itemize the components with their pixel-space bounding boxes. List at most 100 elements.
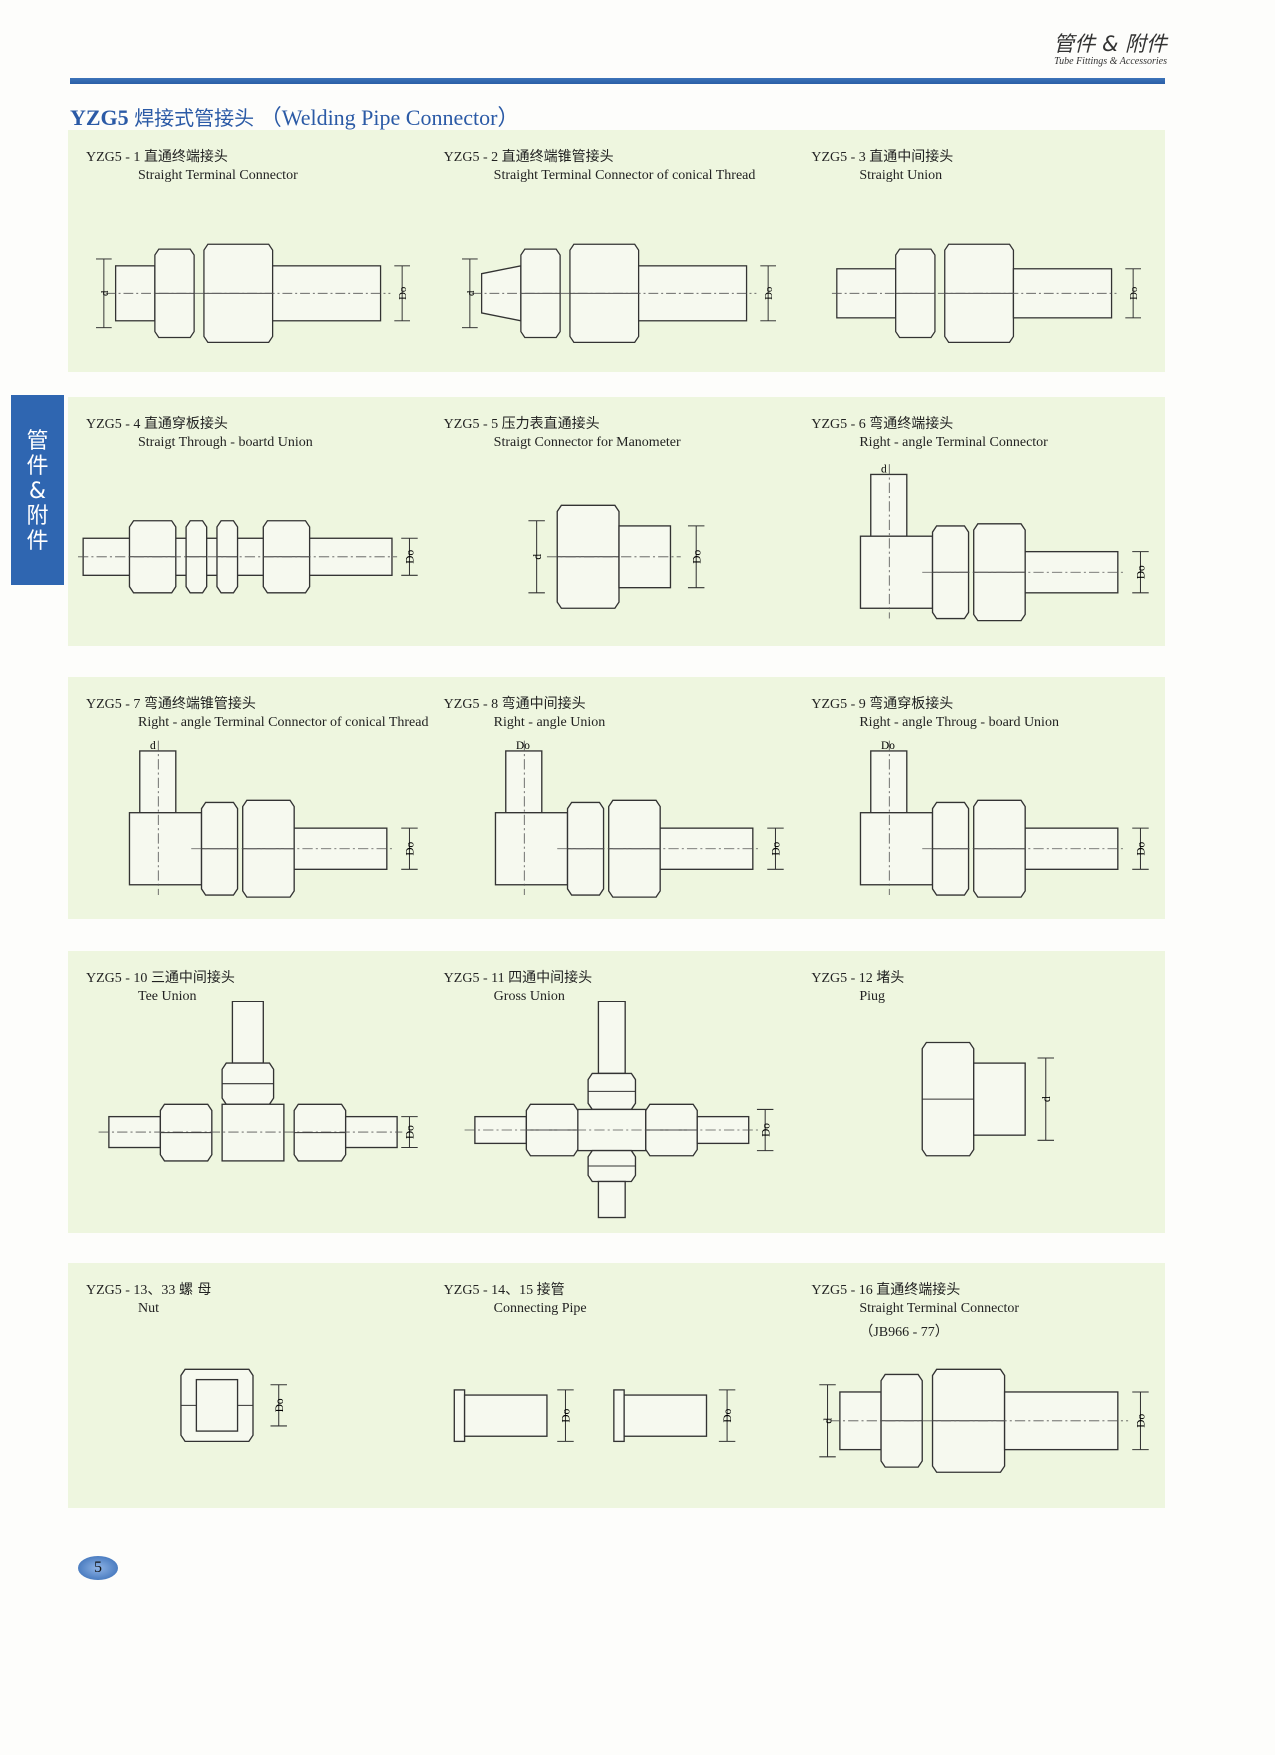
dimension-label: Do bbox=[560, 1408, 572, 1422]
title-en: （Welding Pipe Connector） bbox=[259, 105, 520, 130]
fitting-drawing: d Do bbox=[819, 1368, 1150, 1473]
title-cn: 焊接式管接头 bbox=[134, 106, 255, 130]
dimension-label: d bbox=[1041, 1096, 1053, 1102]
fitting-code: YZG5 - 6 弯通终端接头 bbox=[811, 413, 953, 433]
fitting-item: YZG5 - 13、33 螺 母 Nut Do bbox=[68, 1263, 434, 1508]
dimension-label: Do bbox=[1136, 1414, 1148, 1428]
fitting-name-en: Straight Terminal Connector bbox=[138, 168, 298, 183]
fitting-drawing: d Do bbox=[461, 243, 776, 344]
fitting-item: YZG5 - 9 弯通穿板接头 Right - angle Throug - b… bbox=[799, 677, 1165, 919]
fitting-item: YZG5 - 2 直通终端锥管接头 Straight Terminal Conn… bbox=[434, 130, 800, 372]
fitting-panel: YZG5 - 4 直通穿板接头 Straigt Through - boartd… bbox=[68, 397, 1165, 646]
fitting-code-number: YZG5 - 14、15 bbox=[443, 1283, 534, 1298]
section-title-cn: 管件 & 附件 bbox=[1053, 32, 1167, 56]
side-tab-label: 管件&附件 bbox=[26, 429, 49, 554]
dimension-label: d bbox=[464, 290, 476, 296]
fitting-name-cn: 直通终端接头 bbox=[876, 1282, 961, 1298]
side-tab: 管件&附件 bbox=[11, 395, 64, 585]
fitting-name-en: Gross Union bbox=[493, 989, 565, 1004]
fitting-code: YZG5 - 9 弯通穿板接头 bbox=[811, 693, 953, 713]
dimension-label: Do bbox=[405, 841, 417, 855]
fitting-drawing: d bbox=[921, 1041, 1055, 1157]
dimension-label: d bbox=[823, 1418, 835, 1424]
fitting-code: YZG5 - 2 直通终端锥管接头 bbox=[444, 146, 614, 166]
fitting-name-cn: 三通中间接头 bbox=[150, 970, 235, 986]
fitting-name-cn: 四通中间接头 bbox=[508, 970, 593, 986]
fitting-name-cn: 直通中间接头 bbox=[869, 149, 954, 165]
fitting-item: YZG5 - 7 弯通终端锥管接头 Right - angle Terminal… bbox=[68, 677, 434, 919]
fitting-code: YZG5 - 11 四通中间接头 bbox=[444, 967, 592, 987]
fitting-name-cn: 螺 母 bbox=[178, 1282, 212, 1298]
fitting-code-number: YZG5 - 1 bbox=[86, 150, 141, 165]
fitting-name-en: Right - angle Terminal Connector of coni… bbox=[138, 715, 429, 730]
header-divider bbox=[70, 78, 1165, 84]
fitting-item: YZG5 - 12 堵头 Piug d bbox=[799, 951, 1165, 1233]
fitting-drawing: Do bbox=[464, 1001, 774, 1219]
fitting-item: YZG5 - 3 直通中间接头 Straight Union Do bbox=[799, 130, 1165, 372]
page-title: YZG5 焊接式管接头 （Welding Pipe Connector） bbox=[70, 100, 519, 132]
dimension-label: Do bbox=[1128, 287, 1140, 300]
dimension-label: Do bbox=[405, 1125, 417, 1139]
fitting-code: YZG5 - 10 三通中间接头 bbox=[86, 967, 235, 987]
title-code: YZG5 bbox=[70, 105, 129, 130]
fitting-drawing: Do bbox=[180, 1368, 287, 1443]
dimension-label: Do bbox=[881, 740, 895, 752]
fitting-name-cn: 直通终端接头 bbox=[143, 149, 228, 165]
dimension-label: Do bbox=[691, 550, 703, 564]
fitting-code-number: YZG5 - 6 bbox=[811, 417, 866, 432]
fitting-name-cn: 弯通终端接头 bbox=[869, 416, 954, 432]
dimension-label: Do bbox=[763, 287, 775, 300]
dimension-label: d bbox=[150, 740, 156, 752]
fitting-drawing: Do bbox=[78, 520, 418, 594]
fitting-standard: （JB966 - 77） bbox=[859, 1325, 949, 1340]
fitting-drawing: Do bbox=[98, 1001, 418, 1162]
fitting-name-en: Right - angle Throug - board Union bbox=[859, 715, 1059, 730]
fitting-code-number: YZG5 - 11 bbox=[443, 971, 505, 986]
fitting-code-number: YZG5 - 8 bbox=[443, 697, 499, 712]
fitting-item: YZG5 - 11 四通中间接头 Gross Union Do bbox=[434, 951, 800, 1233]
fitting-code-number: YZG5 - 10 bbox=[86, 971, 148, 986]
fitting-code: YZG5 - 5 压力表直通接头 bbox=[444, 413, 600, 433]
fitting-name-cn: 弯通终端锥管接头 bbox=[143, 696, 256, 712]
fitting-panel: YZG5 - 13、33 螺 母 Nut Do YZG5 - 14、15 接管 C… bbox=[68, 1263, 1165, 1508]
section-title-en: Tube Fittings & Accessories bbox=[1054, 56, 1167, 67]
fitting-name-cn: 接管 bbox=[536, 1282, 565, 1298]
fitting-item: YZG5 - 6 弯通终端接头 Right - angle Terminal C… bbox=[799, 397, 1165, 646]
fitting-name-en: Right - angle Terminal Connector bbox=[859, 435, 1048, 450]
fitting-name-cn: 直通穿板接头 bbox=[143, 416, 228, 432]
fitting-code-number: YZG5 - 16 bbox=[811, 1283, 873, 1298]
fitting-item: YZG5 - 4 直通穿板接头 Straigt Through - boartd… bbox=[68, 397, 434, 646]
fitting-name-en: Tee Union bbox=[138, 989, 197, 1004]
fitting-item: YZG5 - 5 压力表直通接头 Straigt Connector for M… bbox=[434, 397, 800, 646]
fitting-name-en: Straight Terminal Connector bbox=[859, 1301, 1020, 1316]
fitting-code-number: YZG5 - 13、33 bbox=[86, 1283, 176, 1298]
fitting-panel: YZG5 - 7 弯通终端锥管接头 Right - angle Terminal… bbox=[68, 677, 1165, 919]
fitting-code: YZG5 - 1 直通终端接头 bbox=[86, 146, 228, 166]
fitting-code: YZG5 - 16 直通终端接头 bbox=[811, 1279, 960, 1299]
dimension-label: d bbox=[99, 290, 111, 296]
dimension-label: Do bbox=[770, 841, 782, 855]
fitting-name-en: Connecting Pipe bbox=[493, 1301, 587, 1316]
fitting-name-cn: 压力表直通接头 bbox=[501, 416, 600, 432]
fitting-panel: YZG5 - 1 直通终端接头 Straight Terminal Connec… bbox=[68, 130, 1165, 372]
fitting-code: YZG5 - 12 堵头 bbox=[811, 967, 904, 987]
fitting-code: YZG5 - 7 弯通终端锥管接头 bbox=[86, 693, 256, 713]
dimension-label: d bbox=[531, 554, 543, 560]
fitting-code-number: YZG5 - 12 bbox=[811, 971, 873, 986]
fitting-code-number: YZG5 - 4 bbox=[86, 417, 141, 432]
fitting-name-en: Straigt Through - boartd Union bbox=[138, 435, 313, 450]
dimension-label: Do bbox=[274, 1398, 286, 1412]
dimension-label: Do bbox=[1136, 565, 1148, 579]
fitting-name-en: Piug bbox=[859, 989, 886, 1004]
fitting-drawing: Do bbox=[832, 243, 1142, 344]
fitting-code: YZG5 - 4 直通穿板接头 bbox=[86, 413, 228, 433]
dimension-label: Do bbox=[1136, 841, 1148, 855]
fitting-code-number: YZG5 - 5 bbox=[443, 417, 499, 432]
dimension-label: Do bbox=[397, 287, 409, 300]
fitting-name-en: Right - angle Union bbox=[493, 715, 606, 730]
fitting-drawing: dDo bbox=[860, 463, 1150, 622]
